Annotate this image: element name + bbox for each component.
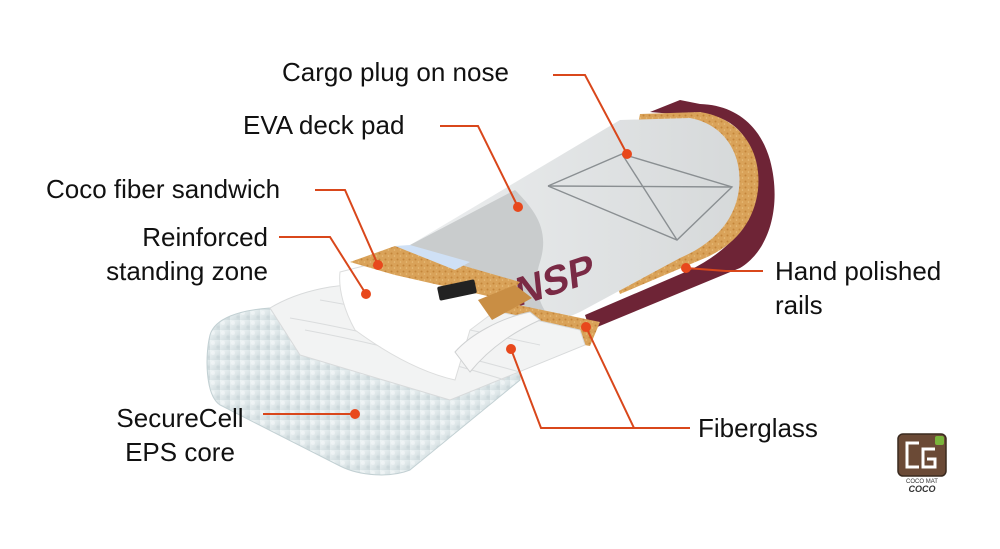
label-reinforced-line-1: Reinforced xyxy=(142,222,268,252)
dot-cargo xyxy=(622,149,632,159)
label-reinforced-line-2: standing zone xyxy=(106,256,268,286)
dot-coco xyxy=(373,260,383,270)
callout-dots xyxy=(350,149,691,419)
label-eva-deck-pad: EVA deck pad xyxy=(243,110,405,140)
label-reinforced-standing-zone: Reinforced standing zone xyxy=(60,220,268,288)
coco-mat-badge: COCO MAT COCO xyxy=(897,433,947,493)
dot-fiberglass-a xyxy=(581,322,591,332)
leader-cargo xyxy=(553,74,628,155)
leader-eva xyxy=(440,125,519,208)
label-rails-line-2: rails xyxy=(775,290,823,320)
label-core-line-1: SecureCell xyxy=(116,403,244,433)
leader-fiberglass-a xyxy=(585,326,690,429)
coco-fiber-layer xyxy=(350,246,520,300)
leader-rails xyxy=(685,267,763,272)
badge-cf-mark-icon xyxy=(905,441,937,469)
label-rails-line-1: Hand polished xyxy=(775,256,942,286)
label-cargo-plug: Cargo plug on nose xyxy=(282,57,509,87)
badge-green-corner xyxy=(935,436,944,445)
leader-fiberglass-b xyxy=(510,348,634,429)
badge-text-1: COCO MAT xyxy=(906,479,938,485)
leader-coco xyxy=(315,189,379,266)
badge-text-2: COCO xyxy=(909,484,936,493)
label-hand-polished-rails: Hand polished rails xyxy=(775,254,941,322)
board-rail xyxy=(585,100,775,330)
dot-eva xyxy=(513,202,523,212)
label-core-line-2: EPS core xyxy=(125,437,235,467)
cork-flap xyxy=(478,285,532,320)
label-securecell-eps-core: SecureCell EPS core xyxy=(100,401,260,469)
leader-reinforced xyxy=(279,236,367,295)
blue-top-sheet xyxy=(395,245,470,270)
leader-lines xyxy=(263,74,763,429)
label-coco-fiber-sandwich: Coco fiber sandwich xyxy=(46,174,281,204)
peeled-cloth-flap xyxy=(454,311,541,373)
dot-fiberglass-b xyxy=(506,344,516,354)
dot-reinforced xyxy=(361,289,371,299)
dot-core xyxy=(350,409,360,419)
cargo-plug-insert xyxy=(437,279,477,301)
label-fiberglass: Fiberglass xyxy=(698,413,818,443)
dot-rails xyxy=(681,263,691,273)
cargo-bungee xyxy=(547,153,734,241)
